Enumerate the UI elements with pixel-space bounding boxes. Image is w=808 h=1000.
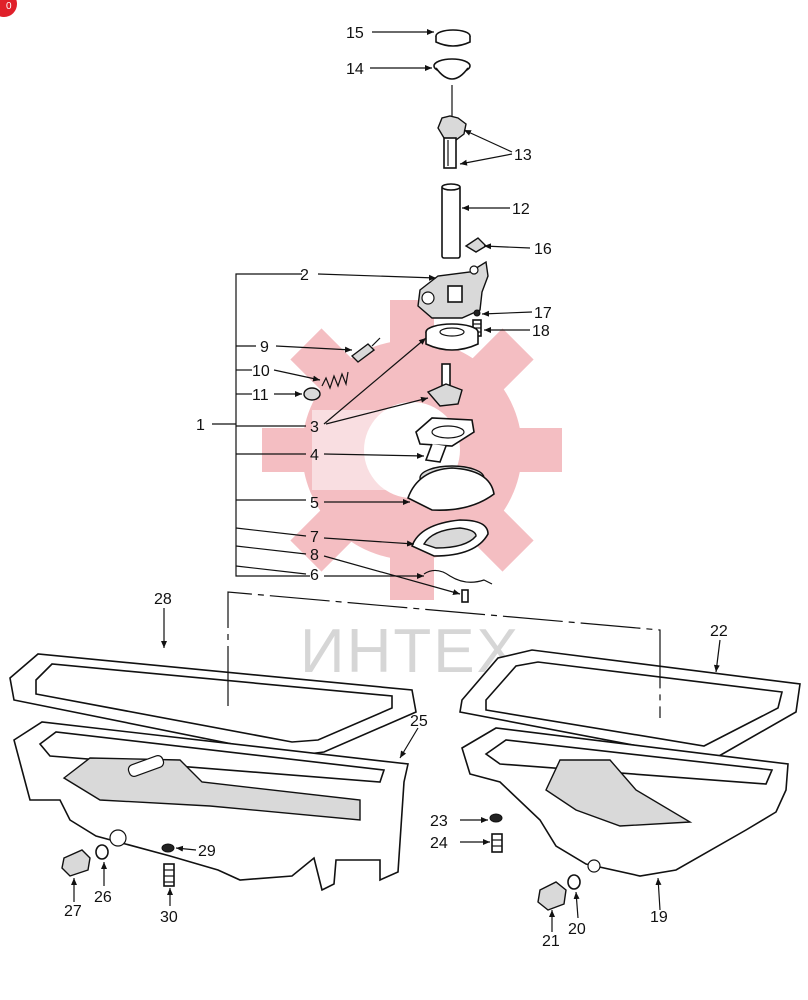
callout-16: 16	[534, 241, 552, 258]
part-2-pump-body	[417, 260, 489, 319]
part-25-left-oil-pan	[13, 721, 409, 892]
callout-5: 5	[310, 495, 319, 512]
callout-labels: 15 14 13 12 16 2 17 18 9 10 11 1 3 4 5 7…	[64, 25, 728, 950]
callout-10: 10	[252, 363, 270, 380]
callout-4: 4	[310, 447, 319, 464]
part-3-outer-rotor	[425, 323, 479, 351]
part-21-drain-plug	[537, 881, 567, 911]
part-5-screen-housing	[407, 465, 495, 511]
callout-9: 9	[260, 339, 269, 356]
part-30-bolt	[163, 863, 175, 887]
watermark-gear-icon	[262, 300, 562, 600]
part-9-relief-plunger	[350, 337, 381, 363]
callout-8: 8	[310, 547, 319, 564]
part-27-drain-plug	[61, 849, 91, 877]
part-17-washer	[473, 309, 481, 317]
callout-14: 14	[346, 61, 364, 78]
part-3-inner-rotor	[426, 363, 463, 407]
callout-15: 15	[346, 25, 364, 42]
part-16-clip	[464, 237, 488, 253]
callout-7: 7	[310, 529, 319, 546]
part-22-right-gasket	[459, 649, 801, 761]
part-20-washer	[567, 874, 581, 890]
part-13-drive-gear	[437, 115, 467, 169]
callout-25: 25	[410, 713, 428, 730]
callout-29: 29	[198, 843, 216, 860]
callout-21: 21	[542, 933, 560, 950]
callout-12: 12	[512, 201, 530, 218]
callout-6: 6	[310, 567, 319, 584]
part-28-left-gasket	[9, 653, 417, 757]
callout-1: 1	[196, 417, 205, 434]
part-24-bolt	[491, 833, 503, 853]
part-29-washer	[161, 843, 175, 853]
callout-26: 26	[94, 889, 112, 906]
part-10-spring	[321, 371, 349, 390]
part-15-cap	[435, 29, 471, 47]
part-26-washer	[95, 844, 109, 860]
callout-22: 22	[710, 623, 728, 640]
part-23-washer	[489, 813, 503, 823]
part-19-right-oil-pan	[461, 727, 789, 877]
part-4-cover-plate	[415, 417, 475, 463]
callout-24: 24	[430, 835, 448, 852]
corner-badge-text: 0	[6, 1, 12, 12]
callout-3: 3	[310, 419, 319, 436]
part-14-seal	[433, 58, 471, 118]
callout-20: 20	[568, 921, 586, 938]
callout-30: 30	[160, 909, 178, 926]
callout-17: 17	[534, 305, 552, 322]
corner-badge: 0	[0, 0, 17, 17]
callout-19: 19	[650, 909, 668, 926]
callout-11: 11	[252, 387, 269, 404]
part-12-shaft	[441, 183, 461, 259]
part-7-screen	[410, 519, 489, 557]
part-6-wire-clip	[423, 569, 493, 585]
callout-2: 2	[300, 267, 309, 284]
callout-28: 28	[154, 591, 172, 608]
callout-13: 13	[514, 147, 532, 164]
callout-23: 23	[430, 813, 448, 830]
part-11-plug	[303, 387, 321, 401]
callout-18: 18	[532, 323, 550, 340]
part-8-screw	[461, 589, 469, 603]
leader-lines	[71, 29, 721, 932]
callout-27: 27	[64, 903, 82, 920]
watermark-text: ИНТЕХ	[300, 617, 520, 686]
